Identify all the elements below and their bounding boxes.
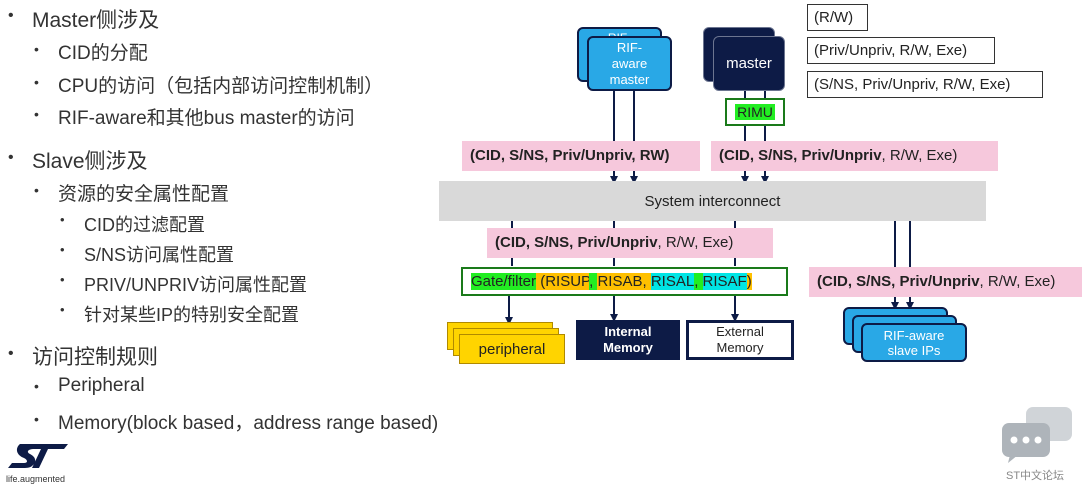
logo-tagline: life.augmented [6, 474, 66, 484]
gate-item-risab: RISAB [597, 273, 643, 290]
gate-close-paren: ) [746, 273, 752, 290]
list-item: RIF-aware和其他bus master的访问 [58, 108, 355, 129]
watermark-text: ST中文论坛 [1006, 470, 1065, 482]
external-memory-box: External Memory [686, 320, 794, 360]
bullet-dot: • [34, 41, 39, 57]
forum-watermark: ST中文论坛 [1000, 405, 1080, 485]
bullet-dot: • [34, 411, 39, 427]
list-item: 针对某些IP的特别安全配置 [84, 305, 300, 325]
legend-rw: (R/W) [807, 4, 868, 31]
peripheral-box: peripheral [459, 334, 565, 364]
list-item: PRIV/UNPRIV访问属性配置 [84, 275, 308, 295]
bullet-dot: • [60, 212, 65, 227]
gate-filter-box: Gate/filter (RISUP, RISAB, RISAL, RISAF) [461, 267, 788, 296]
access-attr-rest: , R/W, Exe) [881, 147, 958, 164]
list-item: Peripheral [58, 375, 145, 396]
bullet-dot: • [8, 7, 14, 24]
list-heading-rules: 访问控制规则 [32, 346, 158, 369]
bullet-dot: • [34, 378, 39, 394]
access-attr-label-gate: (CID, S/NS, Priv/Unpriv, R/W, Exe) [487, 228, 773, 258]
list-item: CPU的访问（包括内部访问控制机制） [58, 76, 384, 97]
st-logo-icon [8, 444, 68, 468]
bullet-dot: • [60, 242, 65, 257]
gate-item-risup: RISUP [545, 273, 590, 290]
bullet-dot: • [8, 345, 14, 362]
legend-priv-rw-exe: (Priv/Unpriv, R/W, Exe) [807, 37, 995, 64]
list-item: S/NS访问属性配置 [84, 245, 235, 265]
access-attr-bold: (CID, S/NS, Priv/Unpriv [719, 147, 882, 164]
gate-item-risal: RISAL [650, 273, 695, 290]
internal-memory-box: Internal Memory [576, 320, 680, 360]
access-attr-rest: , R/W, Exe) [657, 234, 734, 251]
access-attr-bold: (CID, S/NS, Priv/Unpriv [495, 234, 658, 251]
legend-sns-priv-rw-exe: (S/NS, Priv/Unpriv, R/W, Exe) [807, 71, 1043, 98]
rif-aware-slave-ips-box: RIF-aware slave IPs [861, 323, 967, 362]
bullet-dot: • [34, 182, 39, 198]
system-interconnect-bar: System interconnect [439, 181, 986, 221]
gate-open-paren: ( [536, 273, 546, 290]
bullet-dot: • [34, 106, 39, 122]
rif-aware-master-box: RIF- aware master [587, 36, 672, 91]
rimu-box: RIMU [725, 98, 785, 126]
st-logo: life.augmented [6, 440, 86, 486]
bullet-dot: • [34, 74, 39, 90]
access-attr-bold: (CID, S/NS, Priv/Unpriv [817, 273, 980, 290]
list-item: Memory(block based，address range based) [58, 413, 439, 434]
access-attr-text: (CID, S/NS, Priv/Unpriv, RW) [470, 147, 670, 164]
list-item: CID的过滤配置 [84, 215, 205, 235]
bullet-dot: • [60, 302, 65, 317]
list-heading-master: Master侧涉及 [32, 9, 160, 32]
chat-bubble-icon [1002, 407, 1072, 463]
bullet-dot: • [8, 149, 14, 166]
access-attr-label-slave: (CID, S/NS, Priv/Unpriv, R/W, Exe) [809, 267, 1082, 297]
rimu-label: RIMU [735, 104, 775, 120]
bullet-dot: • [60, 272, 65, 287]
master-box: master [713, 36, 785, 91]
access-attr-label-rif: (CID, S/NS, Priv/Unpriv, RW) [462, 141, 700, 171]
gate-filter-label: Gate/filter [471, 273, 537, 290]
list-item: 资源的安全属性配置 [58, 184, 230, 205]
gate-item-risaf: RISAF [702, 273, 747, 290]
list-item: CID的分配 [58, 43, 148, 64]
access-attr-rest: , R/W, Exe) [979, 273, 1056, 290]
access-attr-label-master: (CID, S/NS, Priv/Unpriv, R/W, Exe) [711, 141, 998, 171]
list-heading-slave: Slave侧涉及 [32, 150, 148, 173]
